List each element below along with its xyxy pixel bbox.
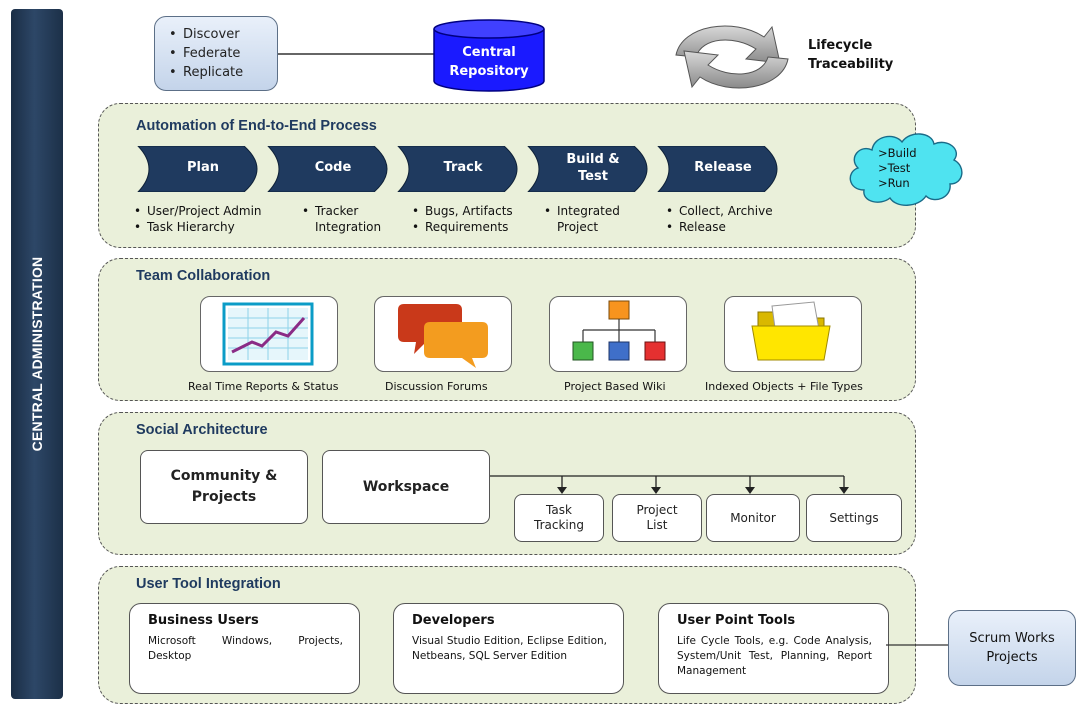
plan-label: Plan: [186, 160, 219, 175]
reports-tile: [200, 296, 338, 372]
plan-bullet: Task Hierarchy: [134, 219, 262, 235]
wiki-hierarchy-icon: [572, 300, 666, 361]
project-list-line2: List: [646, 518, 668, 532]
settings-box: Settings: [806, 494, 902, 542]
forums-tile: [374, 296, 512, 372]
scrum-works-box: Scrum Works Projects: [948, 610, 1076, 686]
developers-title: Developers: [412, 613, 495, 628]
lifecycle-cycle-icon: [675, 25, 789, 89]
folder-icon: [751, 301, 831, 361]
chevron-release: Release: [656, 146, 790, 192]
discussion-bubbles-icon: [398, 304, 488, 368]
code-bullets: Tracker Integration: [302, 203, 381, 235]
report-chart-icon: [222, 302, 314, 366]
automation-title: Automation of End-to-End Process: [136, 118, 377, 134]
monitor-box: Monitor: [706, 494, 800, 542]
central-repository-cylinder: Central Repository: [432, 19, 546, 93]
scrum-connector: [886, 644, 948, 646]
central-administration-bar: CENTRAL ADMINISTRATION: [11, 9, 63, 699]
chevron-plan: Plan: [136, 146, 270, 192]
developers-box: Developers Visual Studio Edition, Eclips…: [393, 603, 624, 694]
social-architecture-title: Social Architecture: [136, 422, 268, 438]
community-label-line2: Projects: [191, 489, 257, 505]
build-test-bullet-continued: Project: [557, 220, 599, 234]
cloud-build-item: >Build: [878, 146, 917, 160]
user-point-tools-desc: Life Cycle Tools, e.g. Code Analysis, Sy…: [677, 635, 872, 677]
repository-connector: [278, 53, 434, 55]
repository-label-line1: Central: [462, 45, 516, 60]
project-list-box: Project List: [612, 494, 702, 542]
build-test-bullets: Integrated Project: [544, 203, 620, 235]
code-bullet-continued: Integration: [315, 220, 382, 234]
discover-federate-replicate-box: Discover Federate Replicate: [154, 16, 278, 91]
files-tile: [724, 296, 862, 372]
workspace-label: Workspace: [362, 478, 450, 495]
release-bullet: Collect, Archive: [666, 203, 773, 219]
replicate-item: Replicate: [183, 63, 277, 82]
community-label-line1: Community &: [170, 468, 278, 484]
build-test-bullet: Integrated: [544, 203, 620, 219]
code-label: Code: [314, 160, 352, 175]
reports-caption: Real Time Reports & Status: [188, 380, 339, 393]
chevron-build-test: Build & Test: [526, 146, 660, 192]
task-tracking-line1: Task: [546, 503, 572, 517]
user-point-tools-box: User Point Tools Life Cycle Tools, e.g. …: [658, 603, 889, 694]
release-bullet: Release: [666, 219, 773, 235]
user-point-tools-title: User Point Tools: [677, 613, 796, 628]
release-bullets: Collect, Archive Release: [666, 203, 773, 235]
developers-desc: Visual Studio Edition, Eclipse Edition, …: [412, 635, 607, 662]
federate-item: Federate: [183, 44, 277, 63]
files-caption: Indexed Objects + File Types: [705, 380, 863, 393]
lifecycle-label-line2: Traceability: [808, 57, 894, 72]
test-label: Test: [578, 169, 608, 184]
central-administration-label: CENTRAL ADMINISTRATION: [29, 256, 45, 452]
track-bullet: Requirements: [412, 219, 513, 235]
build-label: Build &: [566, 152, 620, 167]
wiki-caption: Project Based Wiki: [564, 380, 666, 393]
plan-bullet: User/Project Admin: [134, 203, 262, 219]
business-users-title: Business Users: [148, 613, 259, 628]
chevron-code: Code: [266, 146, 400, 192]
track-bullets: Bugs, Artifacts Requirements: [412, 203, 513, 235]
team-collaboration-title: Team Collaboration: [136, 268, 271, 284]
forums-caption: Discussion Forums: [385, 380, 488, 393]
release-label: Release: [694, 160, 752, 175]
project-list-line1: Project: [636, 503, 678, 517]
scrum-label-line2: Projects: [986, 650, 1038, 665]
chevron-track: Track: [396, 146, 530, 192]
cloud-run-item: >Run: [878, 176, 910, 190]
build-test-run-cloud: [849, 133, 963, 206]
lifecycle-label-line1: Lifecycle: [808, 38, 873, 53]
workspace-box: Workspace: [322, 450, 490, 524]
workspace-connector-lines: [486, 475, 849, 494]
track-label: Track: [443, 160, 483, 175]
code-bullet: Tracker: [302, 203, 381, 219]
business-users-box: Business Users Microsoft Windows, Projec…: [129, 603, 360, 694]
settings-label: Settings: [829, 510, 879, 525]
business-users-desc: Microsoft Windows, Projects, Desktop: [148, 635, 343, 662]
task-tracking-line2: Tracking: [534, 518, 584, 532]
plan-bullets: User/Project Admin Task Hierarchy: [134, 203, 262, 235]
database-icon: [433, 19, 545, 92]
scrum-label-line1: Scrum Works: [969, 631, 1055, 646]
discover-item: Discover: [183, 25, 277, 44]
wiki-tile: [549, 296, 687, 372]
track-bullet: Bugs, Artifacts: [412, 203, 513, 219]
community-projects-box: Community & Projects: [140, 450, 308, 524]
task-tracking-box: Task Tracking: [514, 494, 604, 542]
cloud-test-item: >Test: [878, 161, 911, 175]
repository-label-line2: Repository: [449, 64, 529, 79]
monitor-label: Monitor: [730, 510, 776, 525]
user-tool-integration-title: User Tool Integration: [136, 576, 281, 592]
